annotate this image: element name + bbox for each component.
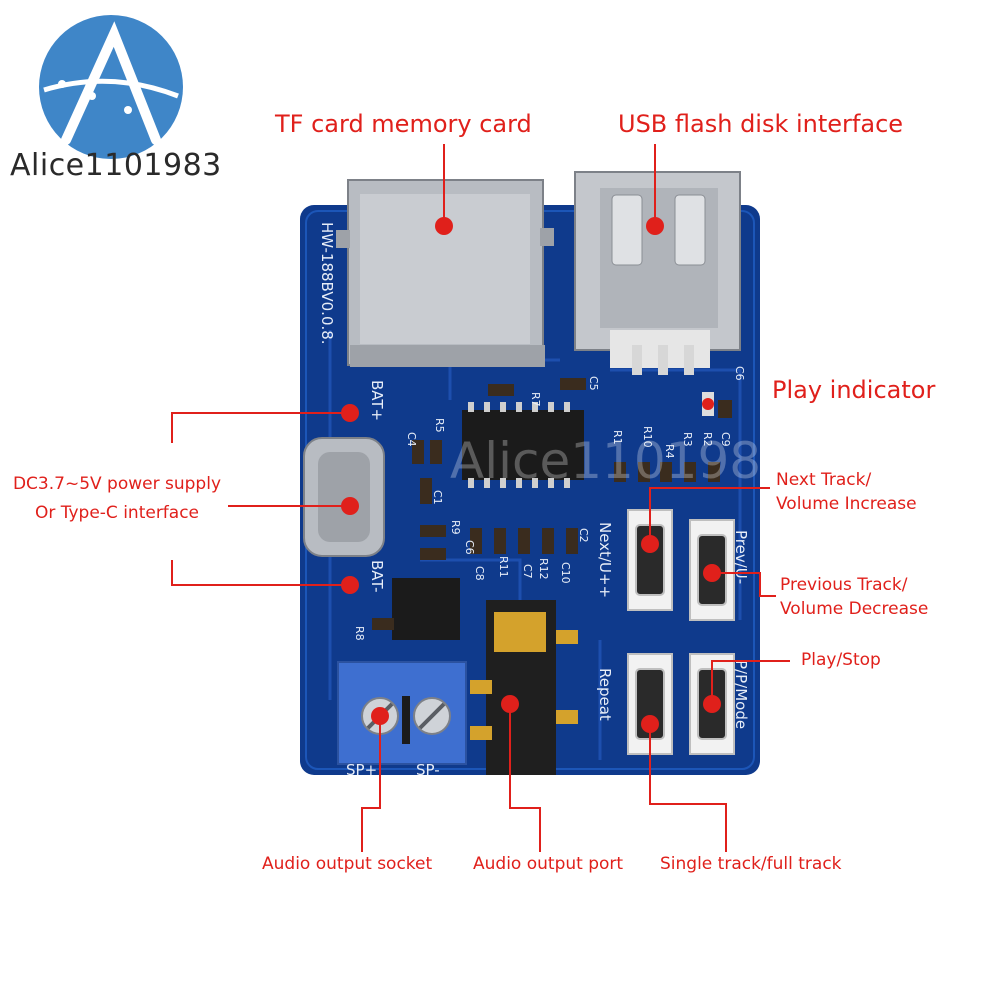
label-next-line2: Volume Increase — [776, 494, 917, 514]
svg-text:R7: R7 — [529, 392, 542, 407]
label-next: Next Track/ Volume Increase — [776, 468, 917, 516]
svg-text:C9: C9 — [719, 432, 732, 447]
svg-text:R4: R4 — [663, 444, 676, 459]
audio-jack — [470, 600, 578, 775]
svg-text:C10: C10 — [559, 562, 572, 584]
svg-text:R2: R2 — [701, 432, 714, 447]
svg-text:C6: C6 — [463, 540, 476, 555]
label-audio-port: Audio output port — [473, 854, 624, 874]
label-play-stop: Play/Stop — [801, 650, 881, 670]
silk-bat-plus: BAT+ — [368, 380, 386, 421]
silk-prev: Prev/U- — [732, 530, 750, 584]
svg-text:R3: R3 — [681, 432, 694, 447]
svg-text:C8: C8 — [473, 566, 486, 581]
brand-logo — [36, 12, 186, 162]
tf-card-slot — [336, 179, 554, 367]
silk-next: Next/U++ — [596, 522, 614, 598]
logo-mark-icon — [39, 15, 183, 159]
label-prev: Previous Track/ Volume Decrease — [780, 573, 928, 621]
watermark: Alice1101983 — [450, 432, 793, 490]
silk-mode: P/P/Mode — [732, 660, 750, 729]
silk-sp-minus: SP- — [416, 761, 440, 779]
screw-terminal — [337, 661, 467, 765]
svg-text:C6: C6 — [733, 366, 746, 381]
label-usb: USB flash disk interface — [618, 110, 904, 138]
label-power-line1: DC3.7~5V power supply — [12, 474, 222, 494]
silk-model: HW-188BV0.0.8. — [318, 222, 336, 345]
svg-text:R12: R12 — [537, 558, 550, 580]
label-prev-line1: Previous Track/ — [780, 575, 908, 595]
svg-text:R8: R8 — [353, 626, 366, 641]
label-audio-socket: Audio output socket — [262, 854, 433, 874]
svg-text:R10: R10 — [641, 426, 654, 448]
svg-text:C7: C7 — [521, 564, 534, 579]
label-prev-line2: Volume Decrease — [780, 599, 929, 619]
svg-text:C1: C1 — [431, 490, 444, 505]
silk-repeat: Repeat — [596, 668, 614, 721]
silk-sp-plus: SP+ — [346, 761, 377, 779]
svg-text:C4: C4 — [405, 432, 418, 447]
label-power: DC3.7~5V power supply Or Type-C interfac… — [4, 470, 230, 528]
svg-text:R9: R9 — [449, 520, 462, 535]
svg-text:R5: R5 — [433, 418, 446, 433]
brand-logo-text: Alice1101983 — [10, 148, 222, 183]
silk-bat-minus: BAT- — [368, 560, 386, 593]
usb-port — [574, 171, 741, 375]
svg-text:R1: R1 — [611, 430, 624, 445]
type-c-port — [303, 437, 385, 557]
label-power-line2: Or Type-C interface — [34, 503, 200, 523]
label-play-indicator: Play indicator — [772, 376, 936, 404]
label-tf-card: TF card memory card — [275, 110, 532, 138]
label-single-full: Single track/full track — [660, 854, 842, 874]
main-ic — [462, 402, 584, 488]
svg-text:R11: R11 — [497, 556, 510, 578]
svg-text:C2: C2 — [577, 528, 590, 543]
svg-text:C5: C5 — [587, 376, 600, 391]
label-next-line1: Next Track/ — [776, 470, 872, 490]
